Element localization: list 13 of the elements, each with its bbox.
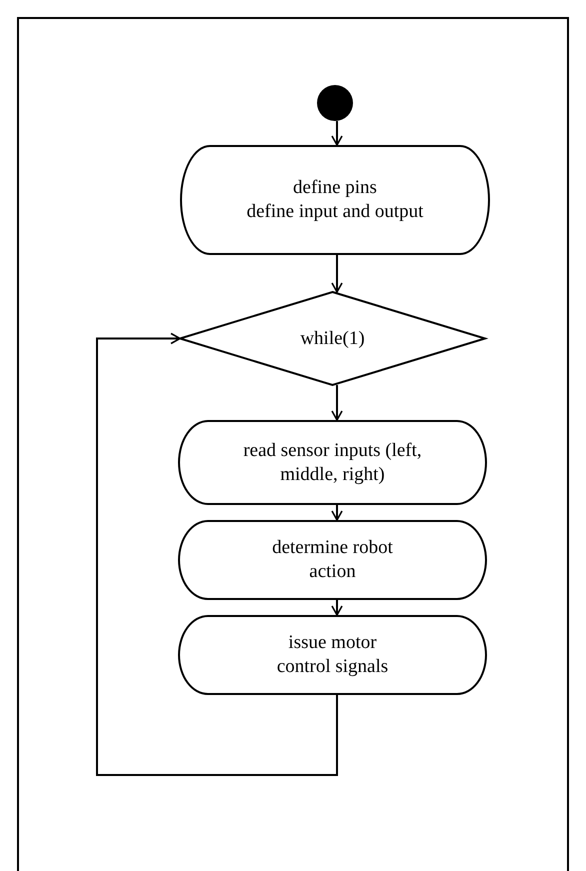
node-text: read sensor inputs (left, middle, right) bbox=[242, 438, 423, 486]
arrow bbox=[331, 600, 343, 616]
node-text: define pins bbox=[293, 176, 377, 200]
start-circle bbox=[317, 85, 353, 121]
node-text: while(1) bbox=[300, 326, 365, 350]
node-text: determine robot action bbox=[271, 536, 394, 584]
arrow bbox=[331, 255, 343, 293]
arrow bbox=[96, 332, 338, 776]
node-text: issue motor control signals bbox=[276, 631, 390, 679]
arrow bbox=[331, 121, 343, 146]
node-text: define input and output bbox=[246, 200, 424, 224]
arrow bbox=[331, 505, 343, 521]
arrow bbox=[331, 385, 343, 421]
